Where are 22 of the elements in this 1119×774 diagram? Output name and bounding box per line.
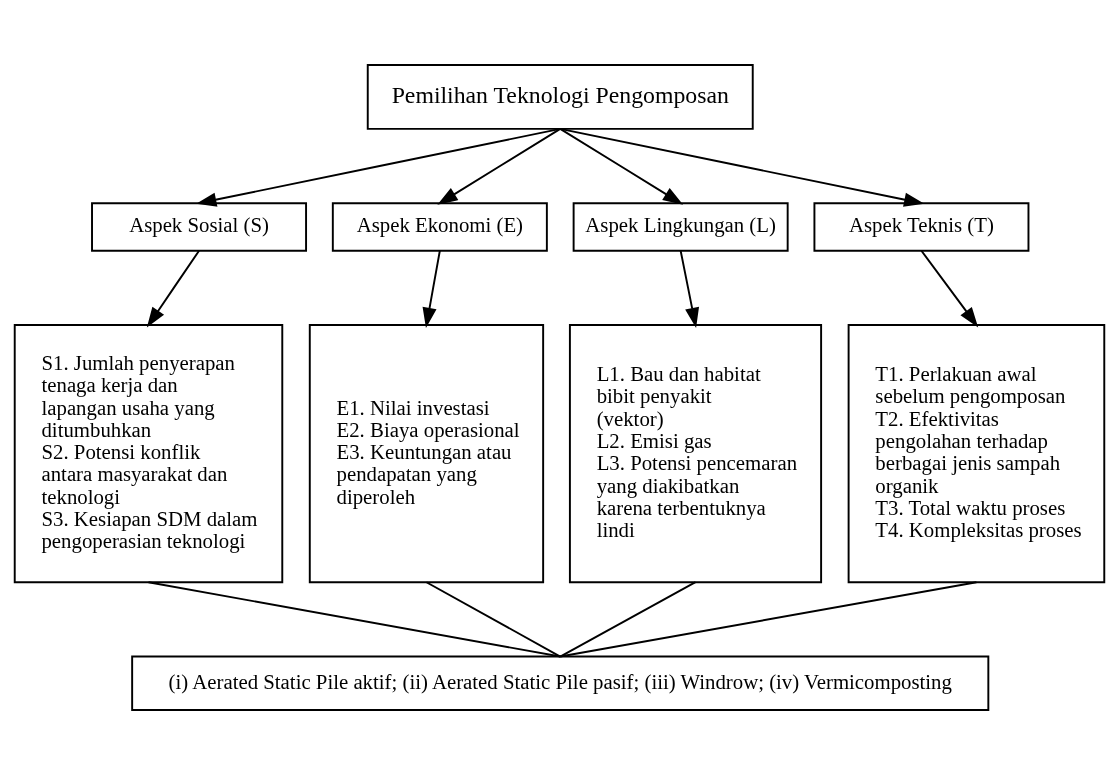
connector (147, 580, 562, 657)
arrow (679, 249, 700, 328)
node-box: L1. Bau dan habitat bibit penyakit (vektor) L2. Emisi gas L3. Potensi pencemaran yang diakibatkan karena terbentuknya lindi (568, 323, 823, 583)
connector (425, 580, 562, 657)
node-box: Aspek Teknis (T) (813, 201, 1030, 252)
node-box: Aspek Sosial (S) (91, 201, 308, 252)
node-box: Aspek Ekonomi (E) (331, 201, 548, 252)
node-box: E1. Nilai investasi E2. Biaya operasional E3. Keuntungan atau pendapatan yang diperoleh (308, 323, 545, 583)
arrow (196, 127, 562, 207)
arrow (559, 127, 684, 205)
node-box: T1. Perlakuan awal sebelum pengomposan T2. Efektivitas pengolahan terhadap berbagai jenis sampah organik T3. Total waktu proses T4. Kompleksitas proses (847, 323, 1106, 583)
node-box: Aspek Lingkungan (L) (572, 201, 789, 252)
arrow (559, 127, 925, 207)
node-box: Pemilihan Teknologi Pengomposan (366, 63, 754, 130)
node-box: S1. Jumlah penyerapan tenaga kerja dan lapangan usaha yang ditumbuhkan S2. Potensi konflik antara masyarakat dan teknologi S3. Kesiapan SDM dalam pengoperasian teknologi (13, 323, 284, 583)
connector (559, 580, 978, 657)
arrow (422, 249, 441, 328)
arrow (920, 249, 979, 327)
arrow (146, 249, 200, 327)
node-box: (i) Aerated Static Pile aktif; (ii) Aerated Static Pile pasif; (iii) Windrow; (iv) Vermicomposting (131, 655, 990, 711)
arrow (437, 127, 562, 205)
connector (559, 580, 697, 657)
